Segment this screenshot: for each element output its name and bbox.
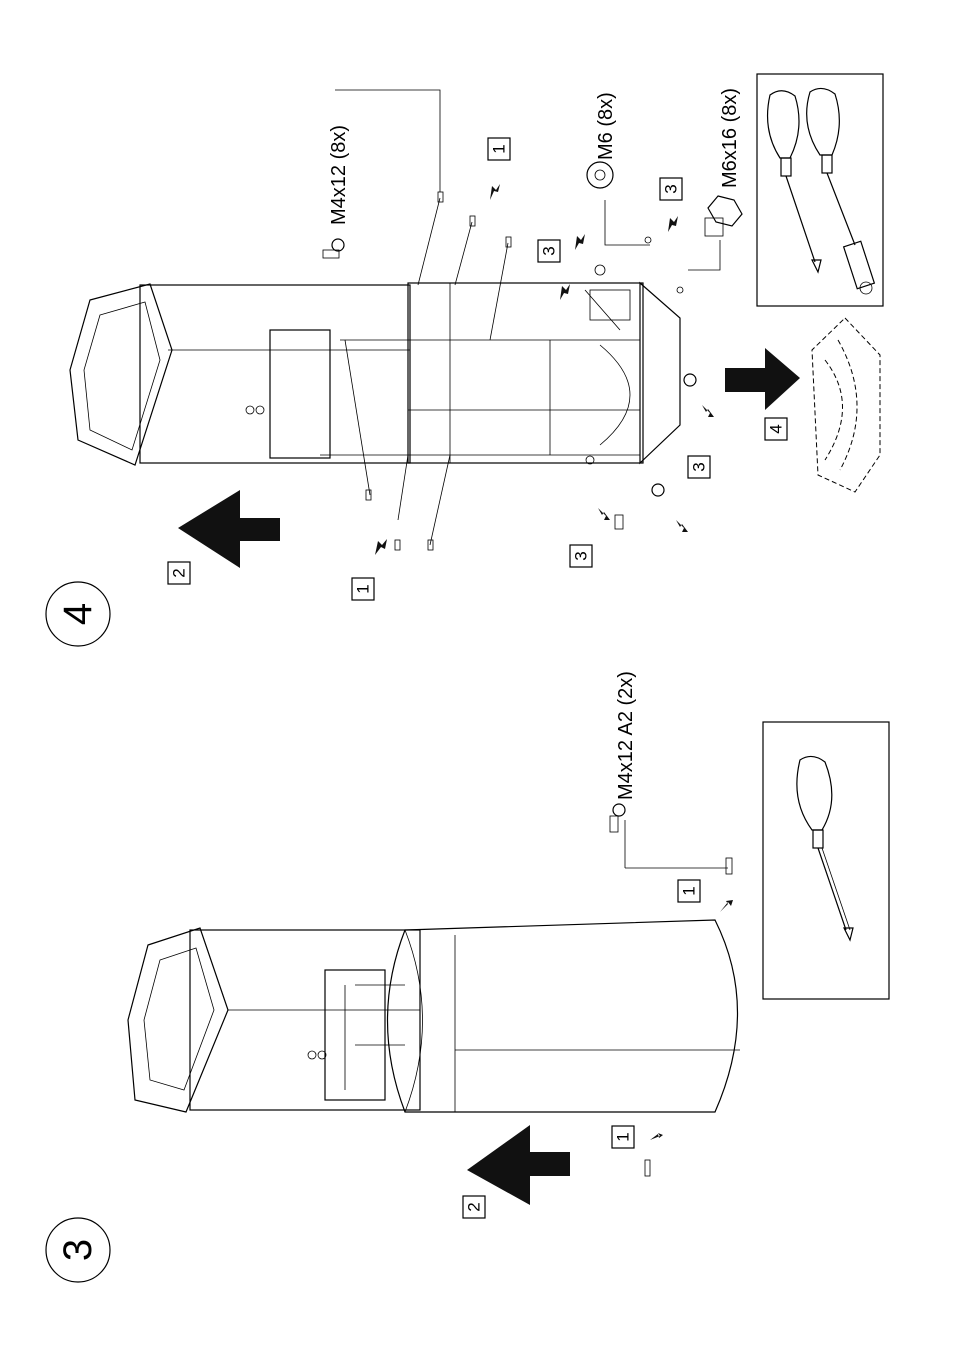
step-4-tool-box [757,74,883,306]
step-4-callout-2: 2 [168,490,280,584]
step-3: 3 M4x12 A2 (2x) [46,671,889,1282]
svg-text:1: 1 [354,584,373,593]
step-4-callout-1-top: 1 [488,138,510,200]
screw-icon [613,804,625,816]
svg-text:4: 4 [767,424,786,433]
step-4-callout-3-c: 3 [676,405,714,532]
arrow-left-icon [467,1125,570,1205]
step-4-screw-spec: M4x12 (8x) [328,125,350,225]
step-4-callout-3-d: 3 [570,508,610,567]
bolt-icon [708,196,742,226]
svg-text:3: 3 [572,551,591,560]
screwdriver-icon [768,91,821,272]
step-3-hood-duct [128,928,420,1112]
nut-driver-icon [807,88,875,294]
step-4-callout-3-a: 3 [538,234,585,300]
svg-text:2: 2 [465,1202,484,1211]
step-4-callout-3-b: 3 [660,178,682,232]
step-4-screw-callout: M4x12 (8x) [323,90,440,258]
svg-text:1: 1 [680,886,699,895]
step-4-callout-4: 4 [725,318,880,492]
step-3-callout-1-bottom: 1 [612,1126,663,1176]
svg-text:3: 3 [662,184,681,193]
step-4-bolt-spec: M6x16 (8x) [719,88,741,188]
step-4: 4 [46,74,883,646]
step-4-number: 4 [56,603,100,625]
step-4-bolt-callout: M6x16 (8x) [688,88,742,270]
step-4-small-screws [345,192,511,550]
step-3-tool-box [763,722,889,999]
step-3-chimney-cylinder [355,920,740,1112]
step-3-screw-spec: M4x12 A2 (2x) [615,671,637,800]
arrow-left-icon [178,490,280,568]
step-4-hood-duct [70,284,410,465]
step-3-callout-1-top: 1 [678,880,733,912]
washer-icon [587,162,613,188]
step-4-washer-spec: M6 (8x) [595,92,617,160]
step-3-screw-callout: M4x12 A2 (2x) [610,671,732,874]
svg-text:1: 1 [614,1132,633,1141]
screwdriver-icon [797,756,853,940]
svg-text:1: 1 [490,144,509,153]
step-3-callout-2: 2 [463,1125,570,1218]
step-4-callout-1-bottom: 1 [352,539,387,600]
step-4-washer-callout: M6 (8x) [587,92,650,245]
step-4-chimney-frame [320,283,680,463]
screw-icon [332,239,344,251]
arrow-right-icon [725,348,800,410]
svg-text:3: 3 [690,462,709,471]
svg-text:3: 3 [540,246,559,255]
cover-plate [812,318,880,492]
step-3-number: 3 [56,1239,100,1261]
svg-text:2: 2 [170,568,189,577]
